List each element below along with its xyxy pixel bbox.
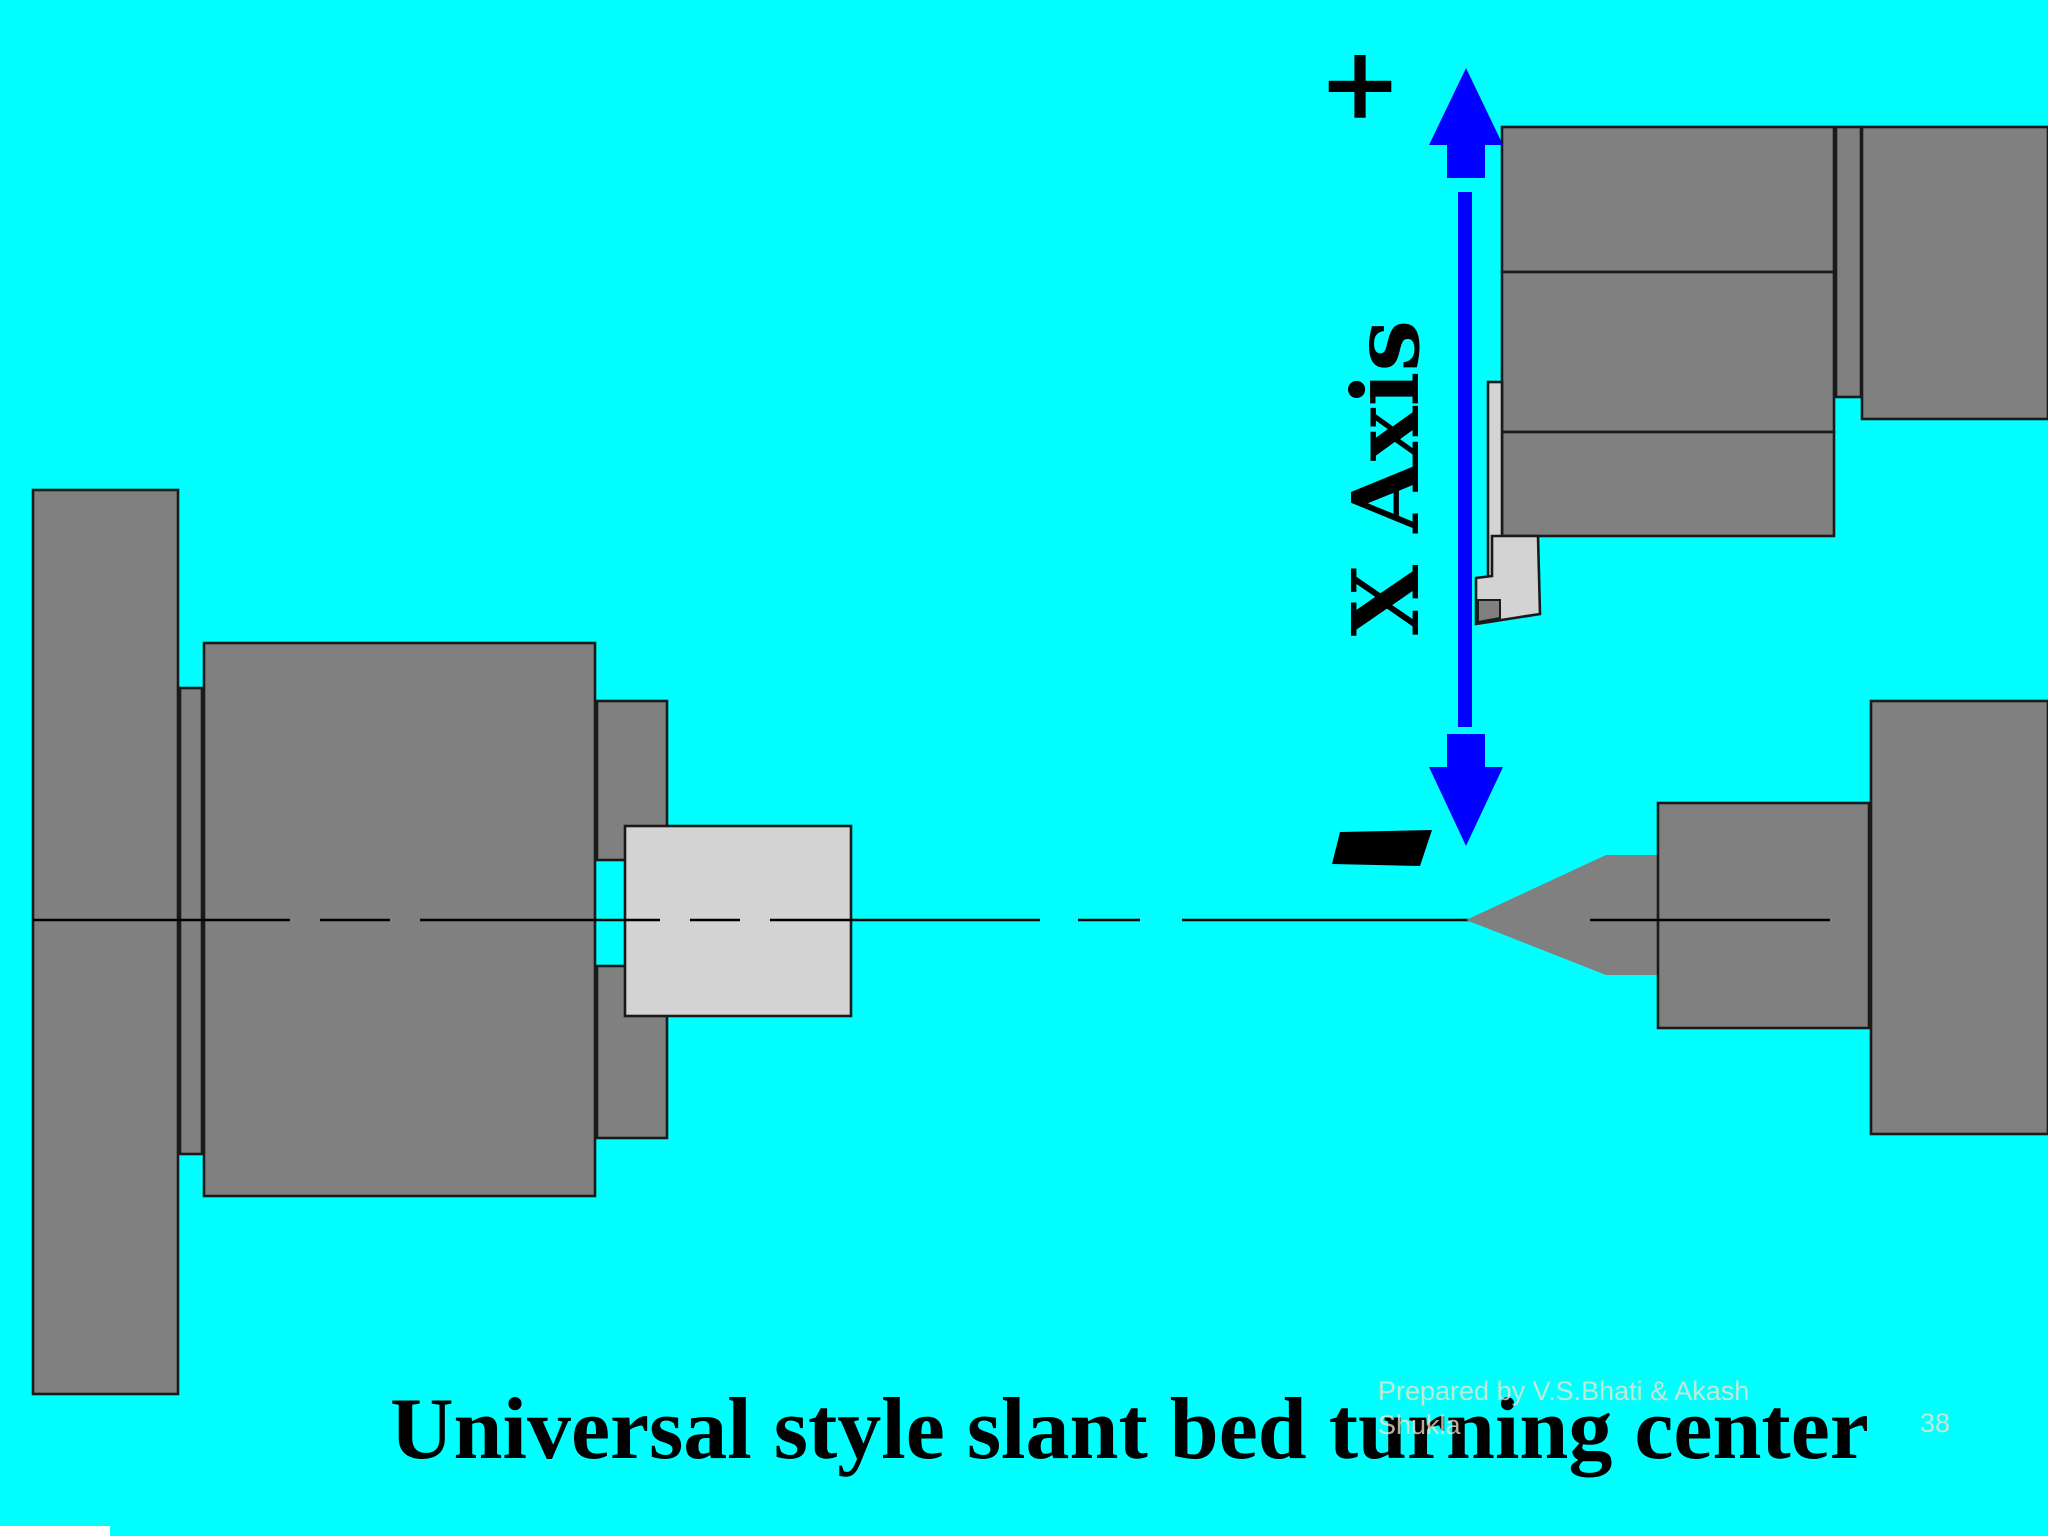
credit-text: Prepared by V.S.Bhati & Akash Shukla xyxy=(1378,1376,1750,1440)
corner-mark xyxy=(0,1526,110,1536)
turret-block-middle xyxy=(1500,270,1836,434)
cutting-tool-icon xyxy=(1474,380,1542,626)
tailstock-body xyxy=(1869,699,2048,1136)
page-number: 38 xyxy=(1920,1408,1951,1438)
double-headed-arrow-icon xyxy=(1429,68,1503,846)
headstock-plate xyxy=(31,488,180,1396)
turret-housing xyxy=(1860,125,2048,421)
minus-sign xyxy=(1332,830,1432,866)
turret-block-top xyxy=(1500,125,1836,274)
x-axis-label: X Axis xyxy=(1332,320,1440,636)
turret-spacer xyxy=(1834,125,1863,399)
tailstock-center-icon xyxy=(1466,855,1660,975)
turret-block-bottom xyxy=(1500,430,1836,538)
slide-title: Universal style slant bed turning center xyxy=(390,1381,1869,1478)
tailstock-quill xyxy=(1656,801,1871,1030)
plus-sign: + xyxy=(1318,24,1402,142)
